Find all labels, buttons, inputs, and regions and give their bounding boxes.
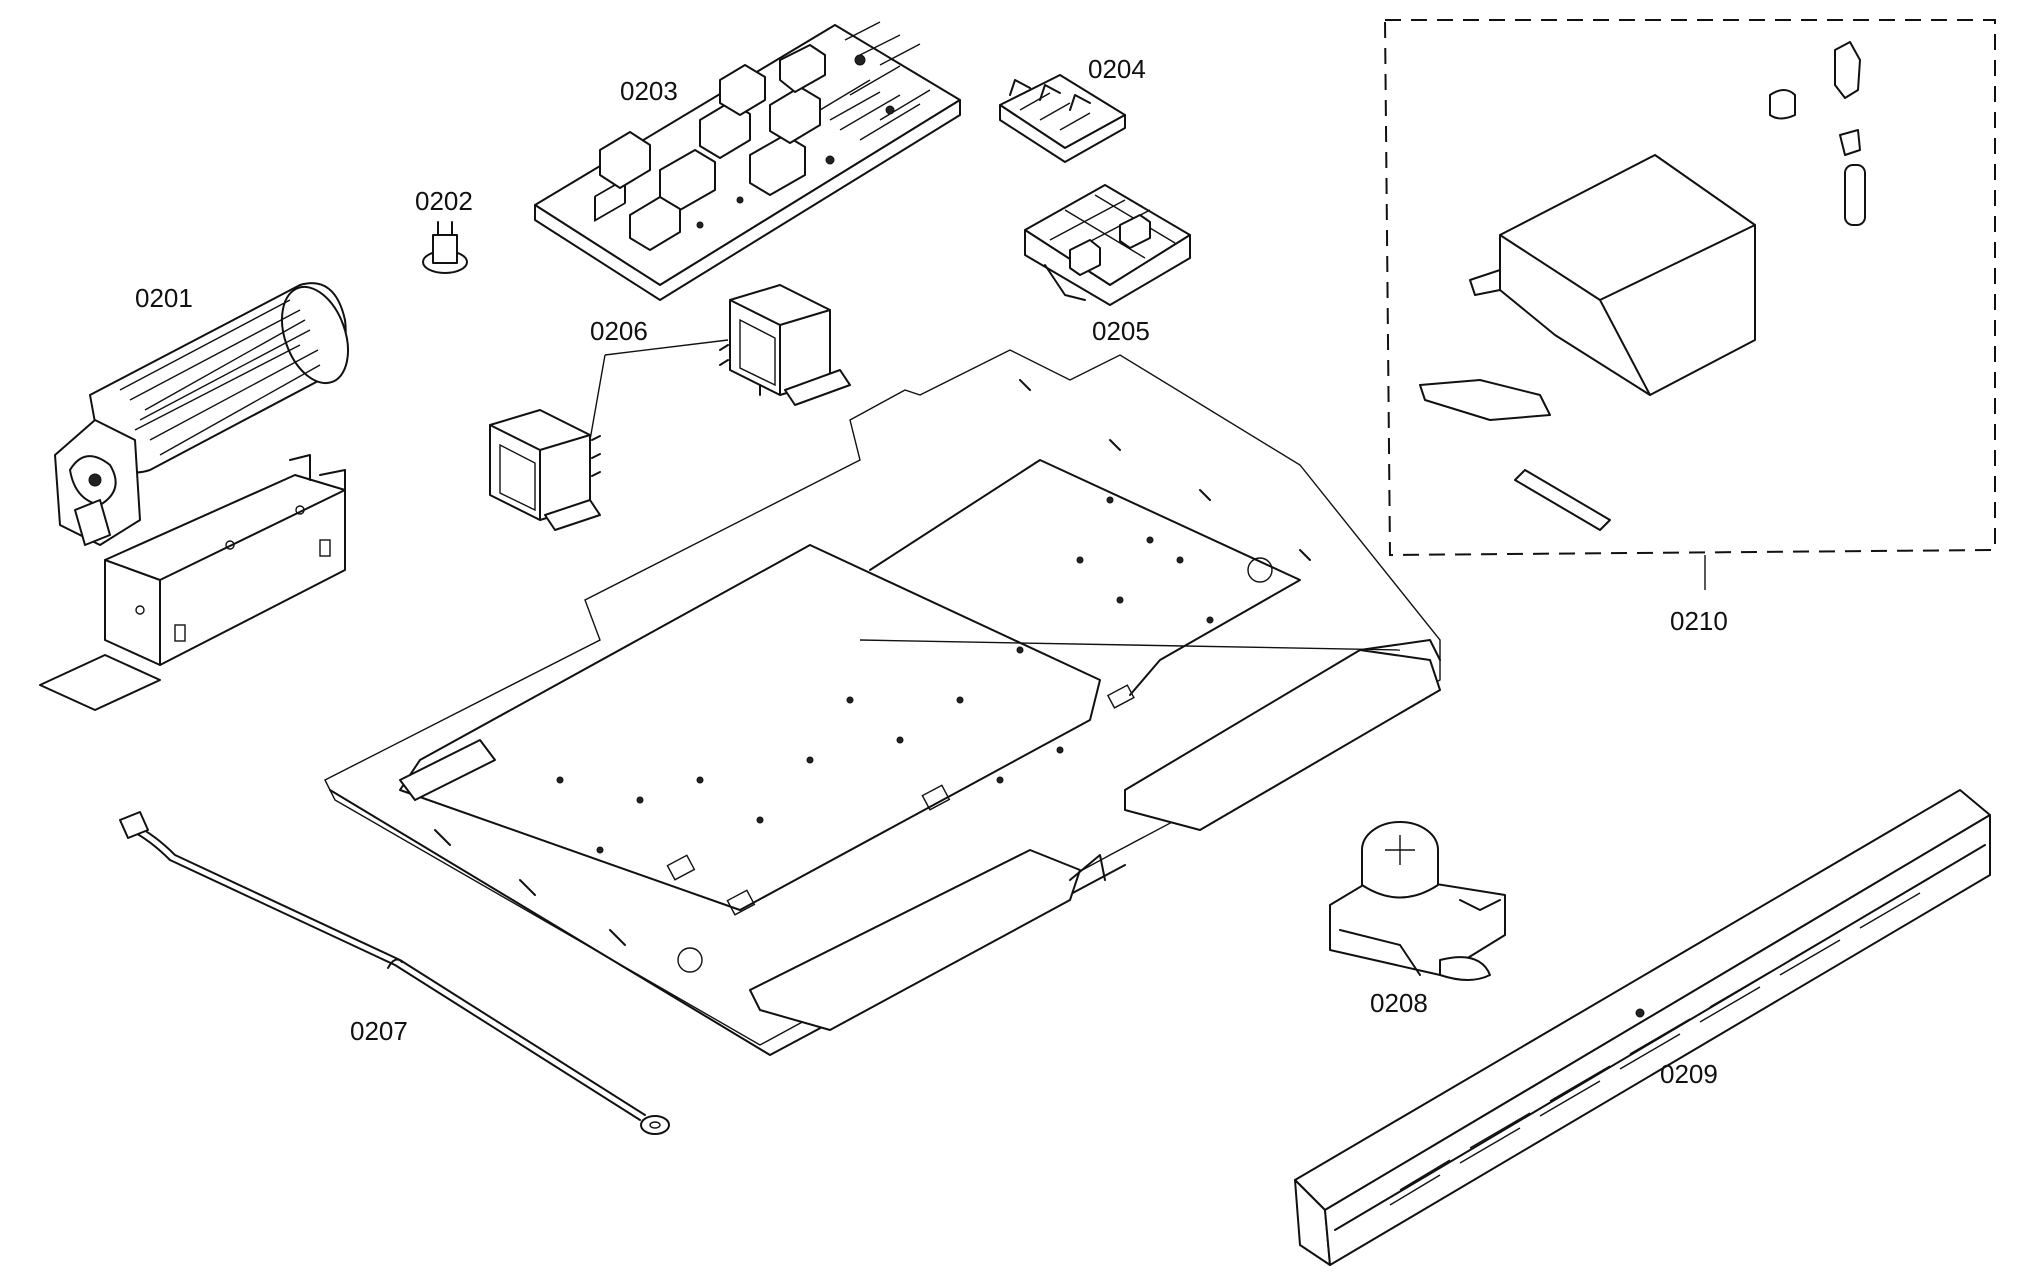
callout-0208: 0208 [1370, 988, 1428, 1018]
ground-wire-0207 [119, 811, 670, 1135]
leader-line [589, 339, 729, 441]
callout-0206: 0206 [590, 316, 648, 346]
callout-0210: 0210 [1670, 606, 1728, 636]
control-board-0203 [534, 21, 961, 301]
relay-housing-0205 [1024, 184, 1191, 306]
callout-0202: 0202 [415, 186, 473, 216]
callout-0204: 0204 [1088, 54, 1146, 84]
assembly-0210 [1383, 19, 1996, 590]
transformer-0206 [489, 409, 601, 531]
chassis-base-plate [324, 349, 1441, 1056]
fan-bracket [39, 454, 346, 711]
vent-strip-0209 [1294, 789, 1991, 1266]
callout-0209: 0209 [1660, 1059, 1718, 1089]
callout-0203: 0203 [620, 76, 678, 106]
callout-0205: 0205 [1092, 316, 1150, 346]
transformer-0206 [719, 284, 851, 406]
door-lock-0208 [1329, 821, 1506, 981]
blower-fan-0201 [54, 282, 349, 546]
callout-0201: 0201 [135, 283, 193, 313]
thermostat-0202 [422, 221, 468, 274]
connector-block-0204 [999, 74, 1126, 163]
callout-0207: 0207 [350, 1016, 408, 1046]
